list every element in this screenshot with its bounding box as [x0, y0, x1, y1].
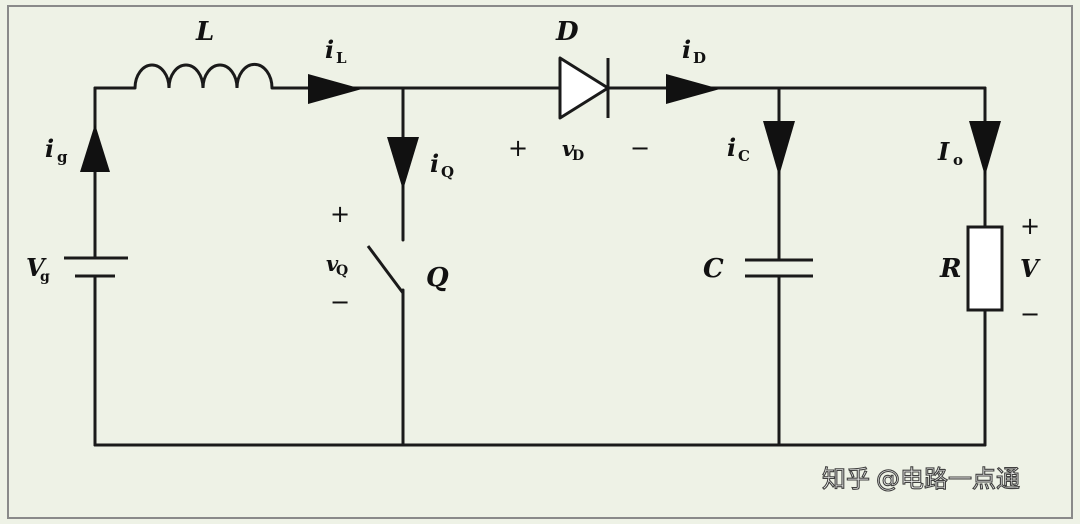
- arrow-Io: [969, 121, 1001, 176]
- svg-text:i: i: [727, 133, 736, 162]
- arrow-iD: [666, 74, 720, 104]
- svg-text:i: i: [682, 35, 691, 64]
- diagram-frame: [7, 5, 1073, 519]
- label-diode: D: [555, 17, 579, 47]
- svg-text:i: i: [430, 149, 439, 178]
- vQ-plus-sign: +: [330, 200, 350, 228]
- arrow-ig: [80, 124, 110, 172]
- label-inductor: L: [195, 17, 214, 47]
- arrow-iQ: [387, 137, 419, 190]
- label-ig: i g: [45, 134, 68, 166]
- svg-text:D: D: [572, 148, 584, 164]
- label-vQ: v Q: [326, 251, 348, 279]
- label-output-voltage: V: [1020, 254, 1041, 283]
- svg-text:L: L: [336, 49, 347, 67]
- svg-text:i: i: [325, 35, 334, 64]
- label-iC: i C: [727, 133, 750, 165]
- svg-text:I: I: [937, 137, 950, 166]
- svg-text:i: i: [45, 134, 54, 163]
- watermark-brand: 知乎: [822, 465, 870, 493]
- svg-text:C: C: [738, 147, 750, 165]
- label-vD: v D: [562, 136, 584, 164]
- arrow-iL: [308, 74, 362, 104]
- svg-text:v: v: [326, 251, 339, 276]
- vQ-minus-sign: −: [330, 288, 350, 316]
- svg-text:v: v: [562, 136, 575, 161]
- svg-text:o: o: [953, 151, 963, 169]
- output-minus-sign: −: [1020, 300, 1040, 328]
- label-iQ: i Q: [430, 149, 454, 181]
- svg-text:D: D: [693, 49, 706, 67]
- label-iD: i D: [682, 35, 706, 67]
- watermark-account: @电路一点通: [876, 465, 1020, 493]
- label-switch: Q: [426, 263, 449, 293]
- svg-text:V: V: [26, 253, 47, 282]
- vD-plus-sign: +: [508, 134, 528, 162]
- svg-text:Q: Q: [336, 263, 348, 279]
- label-iL: i L: [325, 35, 347, 67]
- switch-blade: [366, 245, 405, 294]
- resistor-body: [966, 225, 1004, 312]
- inductor-coil: [133, 62, 274, 89]
- diode-symbol: [558, 56, 610, 120]
- vD-minus-sign: −: [630, 134, 650, 162]
- label-Io: I o: [937, 137, 963, 169]
- label-resistor: R: [939, 254, 962, 284]
- svg-text:g: g: [40, 269, 50, 285]
- label-capacitor: C: [703, 254, 724, 284]
- output-plus-sign: +: [1020, 212, 1040, 240]
- arrow-iC: [763, 121, 795, 176]
- svg-text:g: g: [57, 148, 68, 166]
- svg-text:Q: Q: [441, 163, 454, 181]
- watermark: 知乎 @电路一点通: [821, 464, 1020, 493]
- label-Vg: V g: [26, 253, 50, 285]
